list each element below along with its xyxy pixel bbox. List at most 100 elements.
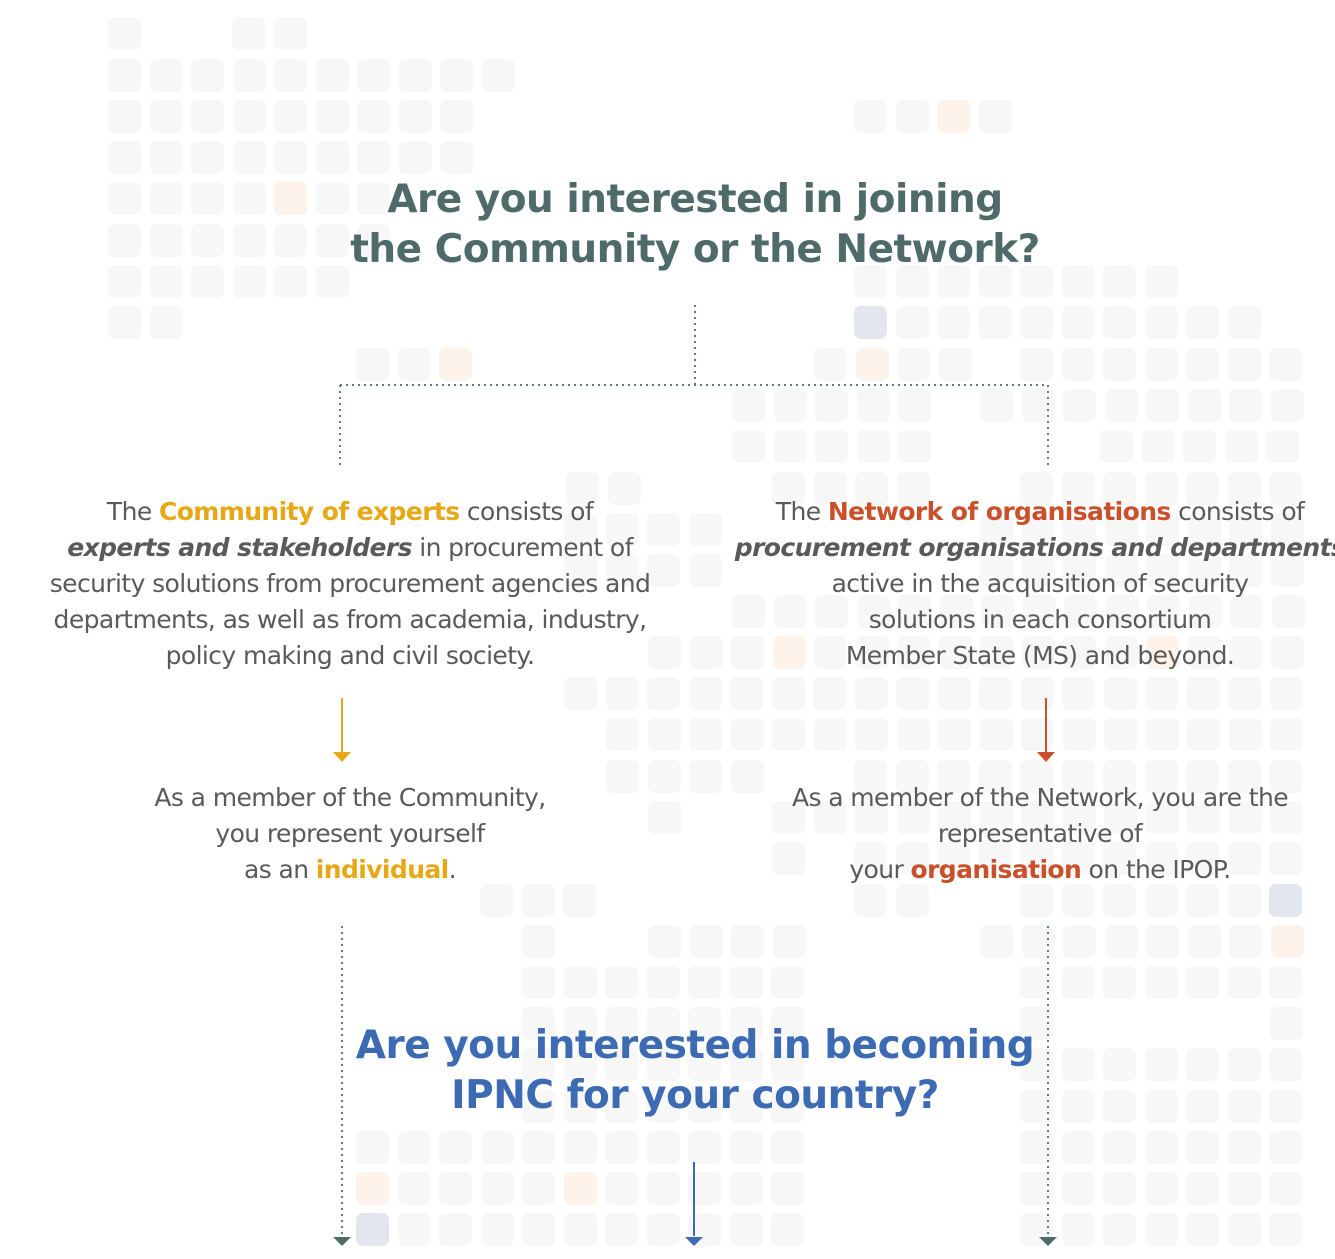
background-tile — [108, 141, 141, 174]
background-tile — [771, 966, 804, 999]
community-desc-line-4: departments, as well as from academia, i… — [53, 605, 648, 634]
network-member-line-2: representative of — [937, 819, 1143, 848]
background-tile — [1269, 1172, 1302, 1205]
background-tile — [937, 265, 970, 298]
background-tile — [191, 182, 224, 215]
background-tile — [1062, 1090, 1095, 1123]
background-tile — [1103, 1213, 1136, 1246]
background-tile — [1103, 472, 1136, 505]
community-desc-after-highlight: consists of — [459, 497, 594, 526]
background-tile — [688, 966, 721, 999]
background-tile — [233, 182, 266, 215]
background-tile — [1269, 348, 1302, 381]
background-tile — [522, 1172, 555, 1205]
background-tile — [1229, 801, 1262, 834]
background-tile — [606, 677, 639, 710]
background-tile — [274, 141, 307, 174]
background-tile — [854, 100, 887, 133]
background-tile — [522, 1131, 555, 1164]
background-tile — [690, 925, 723, 958]
network-member-line-3: your organisation on the IPOP. — [730, 852, 1335, 888]
background-tile — [1063, 718, 1096, 751]
background-tile — [1269, 1090, 1302, 1123]
background-tile — [1228, 1172, 1261, 1205]
background-tile — [1228, 1213, 1261, 1246]
background-tile — [1147, 595, 1180, 628]
background-tile — [1020, 1172, 1053, 1205]
background-tile — [191, 141, 224, 174]
background-tile — [316, 100, 349, 133]
background-tile — [1103, 966, 1136, 999]
background-tile — [730, 1213, 763, 1246]
background-tile — [357, 224, 390, 257]
background-tile — [647, 1172, 680, 1205]
background-tile — [1271, 636, 1304, 669]
background-tile — [1062, 966, 1095, 999]
background-tile — [688, 1090, 721, 1123]
community-desc-line-3: security solutions from procurement agen… — [49, 569, 651, 598]
background-tile — [1020, 842, 1053, 875]
background-tile — [688, 1131, 721, 1164]
background-tile — [1105, 389, 1138, 422]
background-tile — [1271, 554, 1304, 587]
background-tile — [1020, 306, 1053, 339]
background-tile — [773, 636, 806, 669]
background-tile — [1104, 801, 1137, 834]
background-tile — [1105, 636, 1138, 669]
background-tile — [566, 472, 599, 505]
background-tile — [1103, 265, 1136, 298]
background-tile — [647, 513, 680, 546]
background-tile — [731, 760, 764, 793]
background-tile — [1230, 595, 1263, 628]
network-arrow — [1037, 698, 1055, 762]
background-tile — [1103, 306, 1136, 339]
background-tile — [1145, 1213, 1178, 1246]
background-tile — [1062, 884, 1095, 917]
background-tile — [896, 677, 929, 710]
community-desc-prefix: The — [106, 497, 159, 526]
community-member-prefix: as an — [243, 855, 316, 884]
background-tile — [150, 265, 183, 298]
background-tile — [980, 513, 1013, 546]
background-tile — [938, 677, 971, 710]
background-tile — [690, 636, 723, 669]
background-tile — [939, 348, 972, 381]
background-tile — [522, 925, 555, 958]
background-tile — [605, 1048, 638, 1081]
background-tile — [1062, 842, 1095, 875]
background-tile — [854, 306, 887, 339]
background-tile — [274, 182, 307, 215]
join-question-line-2: the Community or the Network? — [350, 227, 1040, 272]
background-tile — [980, 925, 1013, 958]
background-tile — [1103, 1090, 1136, 1123]
background-tile — [1189, 595, 1222, 628]
background-tile — [856, 636, 889, 669]
background-tile — [522, 966, 555, 999]
background-tile — [1270, 1007, 1303, 1040]
background-tile — [191, 265, 224, 298]
arrow-down-icon — [333, 1237, 351, 1246]
background-tile — [1269, 1131, 1302, 1164]
background-tile — [1146, 801, 1179, 834]
background-tile — [773, 925, 806, 958]
background-tile — [898, 595, 931, 628]
community-member-text: As a member of the Community, you repres… — [40, 780, 660, 888]
background-tile — [1062, 1213, 1095, 1246]
community-description: The Community of experts consists of exp… — [10, 494, 690, 674]
background-tile — [564, 1131, 597, 1164]
background-tile — [1228, 1131, 1261, 1164]
background-tile — [648, 801, 681, 834]
background-tile — [1146, 636, 1179, 669]
background-tile — [1145, 472, 1178, 505]
background-tile — [937, 306, 970, 339]
background-tile — [440, 141, 473, 174]
background-tile — [896, 100, 929, 133]
background-tile — [1269, 1048, 1302, 1081]
background-tile — [898, 430, 931, 463]
background-tile — [1270, 718, 1303, 751]
background-tile — [1269, 472, 1302, 505]
background-tile — [1186, 760, 1219, 793]
background-tile — [1146, 554, 1179, 587]
background-tile — [191, 100, 224, 133]
